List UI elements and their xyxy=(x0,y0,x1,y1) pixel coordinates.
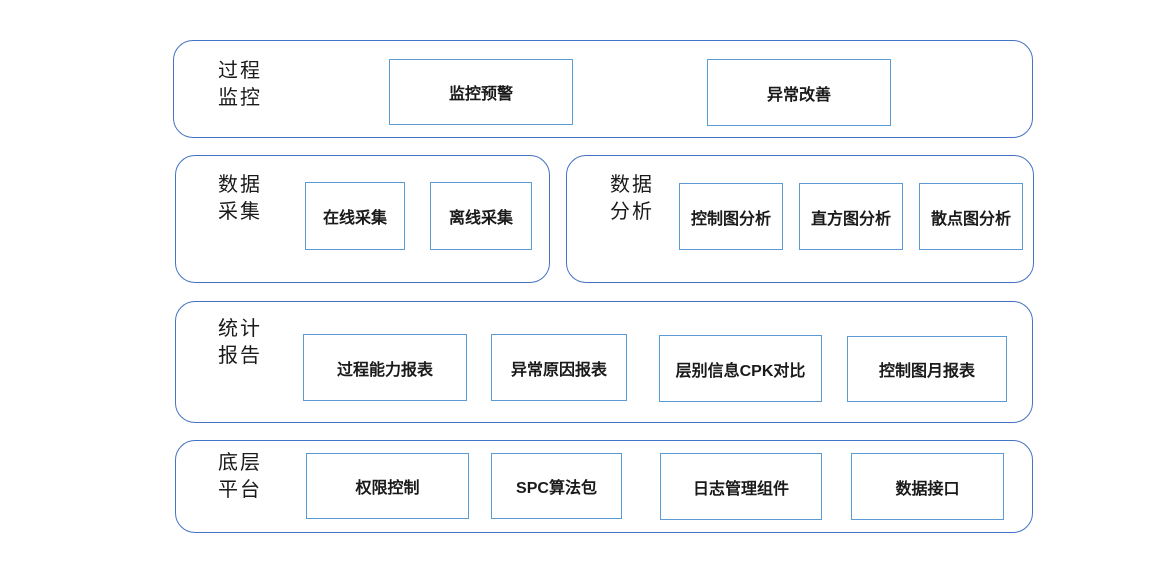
node-data-interface: 数据接口 xyxy=(851,453,1004,520)
node-abnormal-improvement: 异常改善 xyxy=(707,59,891,126)
node-log-management-component: 日志管理组件 xyxy=(660,453,822,520)
section-label-data-collection: 数据 采集 xyxy=(218,172,262,223)
node-scatter-analysis: 散点图分析 xyxy=(919,183,1023,250)
node-permission-control: 权限控制 xyxy=(306,453,469,519)
node-stratified-cpk-comparison: 层别信息CPK对比 xyxy=(659,335,822,402)
node-control-chart-analysis: 控制图分析 xyxy=(679,183,783,250)
node-offline-collection: 离线采集 xyxy=(430,182,532,250)
section-label-process-monitoring: 过程 监控 xyxy=(218,58,262,109)
node-online-collection: 在线采集 xyxy=(305,182,405,250)
node-monitoring-alert: 监控预警 xyxy=(389,59,573,125)
node-process-capability-report: 过程能力报表 xyxy=(303,334,467,401)
node-control-chart-monthly-report: 控制图月报表 xyxy=(847,336,1007,402)
section-label-base-platform: 底层 平台 xyxy=(218,450,262,501)
node-spc-algorithm-package: SPC算法包 xyxy=(491,453,622,519)
node-abnormal-cause-report: 异常原因报表 xyxy=(491,334,627,401)
section-label-data-analysis: 数据 分析 xyxy=(610,172,654,223)
node-histogram-analysis: 直方图分析 xyxy=(799,183,903,250)
section-label-statistical-reports: 统计 报告 xyxy=(218,316,262,367)
section-process-monitoring xyxy=(173,40,1033,138)
